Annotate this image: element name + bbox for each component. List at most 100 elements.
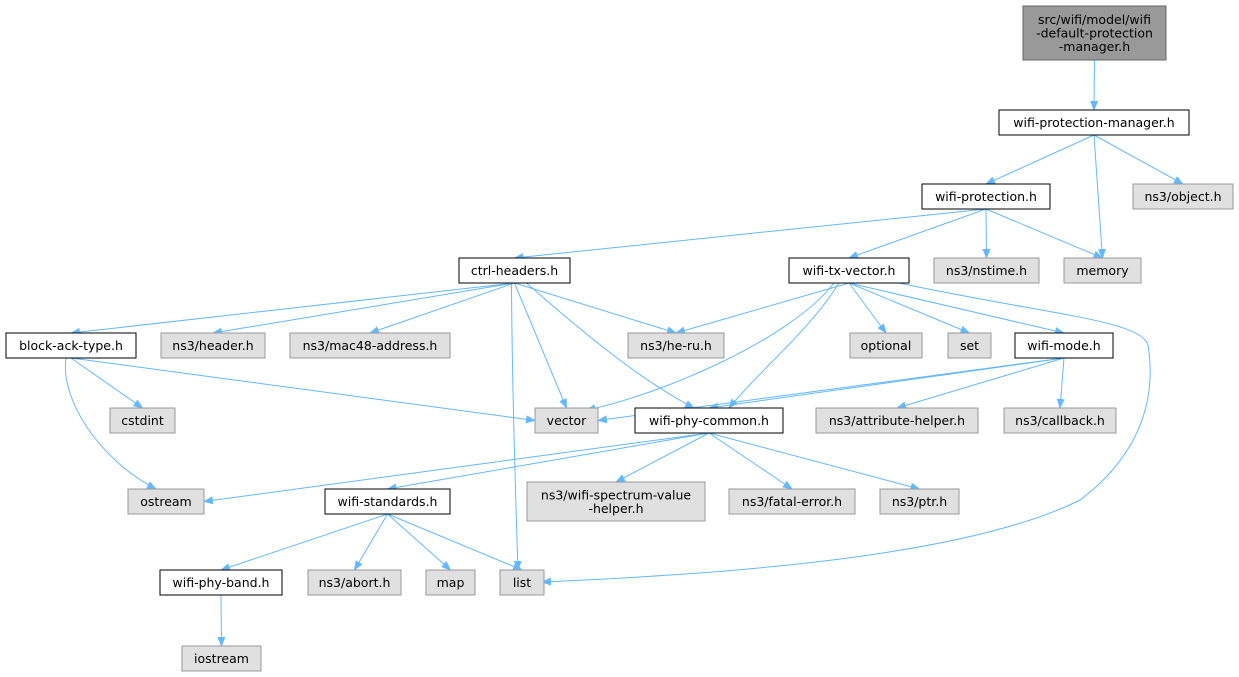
edge-ctrl-to-heru — [514, 282, 677, 335]
edge-phyc-to-fatal — [708, 432, 793, 490]
node-heru: ns3/he-ru.h — [627, 332, 725, 359]
node-label: ostream — [140, 494, 191, 509]
node-box — [324, 488, 451, 515]
node-label: wifi-standards.h — [338, 494, 438, 509]
node-box — [425, 569, 476, 596]
node-box — [499, 569, 545, 596]
node-box — [1003, 407, 1117, 434]
node-box — [815, 407, 979, 434]
edge-mode-to-phyc — [708, 357, 1065, 411]
edge-wp-to-ctrl — [513, 208, 987, 262]
node-label: -helper.h — [588, 501, 643, 516]
node-header: ns3/header.h — [160, 332, 266, 359]
edge-root-to-wpm — [1090, 59, 1099, 111]
node-box — [1063, 257, 1142, 284]
node-label: optional — [861, 338, 912, 353]
node-iostream: iostream — [181, 645, 262, 672]
node-optional: optional — [849, 332, 923, 359]
node-phyc[interactable]: wifi-phy-common.h — [634, 407, 784, 434]
node-nstime: ns3/nstime.h — [933, 257, 1040, 284]
node-box — [458, 257, 571, 284]
node-mac48: ns3/mac48-address.h — [289, 332, 451, 359]
node-label: cstdint — [121, 413, 164, 428]
node-box — [921, 183, 1051, 210]
node-std[interactable]: wifi-standards.h — [324, 488, 451, 515]
node-box — [1022, 5, 1167, 61]
node-box — [159, 569, 283, 596]
edge-ctrl-to-header — [212, 282, 515, 336]
node-label: wifi-mode.h — [1027, 338, 1100, 353]
edge-std-to-map — [387, 513, 452, 571]
node-label: wifi-phy-band.h — [173, 575, 270, 590]
node-label: vector — [547, 413, 588, 428]
edge-txv-to-phyc — [728, 282, 840, 409]
node-box — [109, 407, 176, 434]
node-label: -manager.h — [1059, 39, 1130, 54]
node-bat[interactable]: block-ack-type.h — [5, 332, 137, 359]
edge-ctrl-to-vector — [514, 282, 567, 409]
edge-txv-to-list — [541, 282, 1151, 586]
node-txv[interactable]: wifi-tx-vector.h — [788, 257, 910, 284]
node-box — [526, 481, 706, 522]
node-list: list — [499, 569, 545, 596]
node-box — [1132, 183, 1234, 210]
node-wpm[interactable]: wifi-protection-manager.h — [998, 109, 1190, 136]
node-root[interactable]: src/wifi/model/wifi-default-protection-m… — [1022, 5, 1167, 61]
node-box — [849, 332, 923, 359]
edge-band-to-iostream — [217, 594, 226, 647]
edge-wp-to-nstime — [982, 208, 991, 259]
node-box — [933, 257, 1040, 284]
edge-phyc-to-ptr — [708, 432, 921, 491]
node-spec: ns3/wifi-spectrum-value-helper.h — [526, 481, 706, 522]
node-set: set — [947, 332, 992, 359]
edge-mode-to-attr — [896, 357, 1065, 410]
node-label: wifi-protection.h — [935, 189, 1037, 204]
node-label: ns3/nstime.h — [946, 263, 1027, 278]
node-label: ctrl-headers.h — [471, 263, 558, 278]
edge-phyc-to-spec — [615, 432, 710, 483]
node-label: iostream — [194, 651, 249, 666]
node-label: ns3/attribute-helper.h — [829, 413, 965, 428]
edge-txv-to-set — [848, 282, 971, 334]
node-ptr: ns3/ptr.h — [879, 488, 960, 515]
node-object: ns3/object.h — [1132, 183, 1234, 210]
edge-txv-to-heru — [675, 282, 850, 335]
node-abort: ns3/abort.h — [307, 569, 402, 596]
node-box — [127, 488, 205, 515]
node-band[interactable]: wifi-phy-band.h — [159, 569, 283, 596]
edge-ctrl-to-list — [511, 282, 522, 571]
node-label: -default-protection — [1036, 26, 1153, 41]
edges-layer — [64, 59, 1184, 647]
node-ostream: ostream — [127, 488, 205, 515]
node-label: ns3/ptr.h — [892, 494, 947, 509]
node-ctrl[interactable]: ctrl-headers.h — [458, 257, 571, 284]
node-label: ns3/header.h — [172, 338, 253, 353]
nodes-layer: src/wifi/model/wifi-default-protection-m… — [5, 5, 1234, 672]
node-label: ns3/he-ru.h — [640, 338, 712, 353]
node-label: src/wifi/model/wifi — [1038, 12, 1151, 27]
node-box — [160, 332, 266, 359]
node-label: ns3/abort.h — [319, 575, 391, 590]
edge-ctrl-to-phyc — [526, 282, 695, 409]
edge-wpm-to-memory — [1093, 134, 1106, 259]
node-map: map — [425, 569, 476, 596]
node-box — [1014, 332, 1114, 359]
node-box — [181, 645, 262, 672]
edge-ctrl-to-bat — [70, 282, 515, 336]
node-label: set — [960, 338, 979, 353]
node-mode[interactable]: wifi-mode.h — [1014, 332, 1114, 359]
node-label: ns3/object.h — [1144, 189, 1221, 204]
node-box — [534, 407, 599, 434]
edge-ctrl-to-mac48 — [369, 282, 515, 334]
node-label: ns3/fatal-error.h — [742, 494, 842, 509]
edge-std-to-list — [387, 513, 523, 571]
edge-phyc-to-ostream — [203, 432, 710, 505]
edge-txv-to-vector — [585, 282, 835, 413]
node-vector: vector — [534, 407, 599, 434]
node-wp[interactable]: wifi-protection.h — [921, 183, 1051, 210]
node-label: map — [437, 575, 465, 590]
node-callback: ns3/callback.h — [1003, 407, 1117, 434]
node-label: ns3/mac48-address.h — [303, 338, 438, 353]
edge-txv-to-mode — [848, 282, 1065, 335]
